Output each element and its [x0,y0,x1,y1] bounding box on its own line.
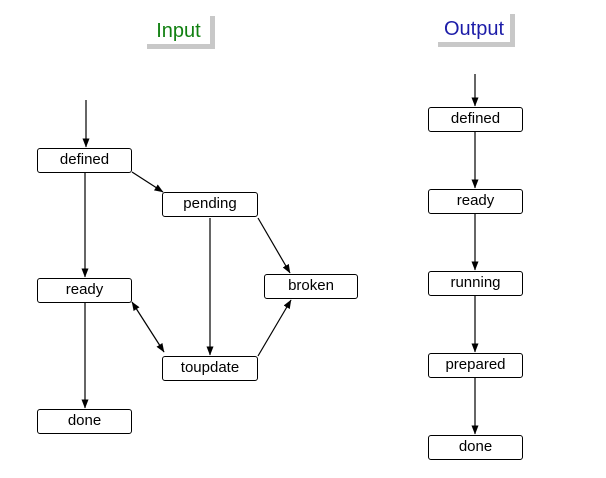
output-node-done: done [428,435,523,460]
input-node-pending: pending [162,192,258,217]
input-node-ready: ready [37,278,132,303]
input-heading: Input [147,16,215,49]
input-edge-toupdate-to-broken [257,299,292,357]
input-edge-pending-to-broken [257,217,291,274]
input-node-broken: broken [264,274,358,299]
input-edge-defined-to-pending [131,171,164,193]
output-node-ready: ready [428,189,523,214]
output-heading: Output [438,14,515,47]
input-node-defined: defined [37,148,132,173]
input-edge-ready-to-toupdate [131,301,165,353]
output-node-defined: defined [428,107,523,132]
input-node-toupdate: toupdate [162,356,258,381]
output-node-prepared: prepared [428,353,523,378]
output-node-running: running [428,271,523,296]
input-node-done: done [37,409,132,434]
